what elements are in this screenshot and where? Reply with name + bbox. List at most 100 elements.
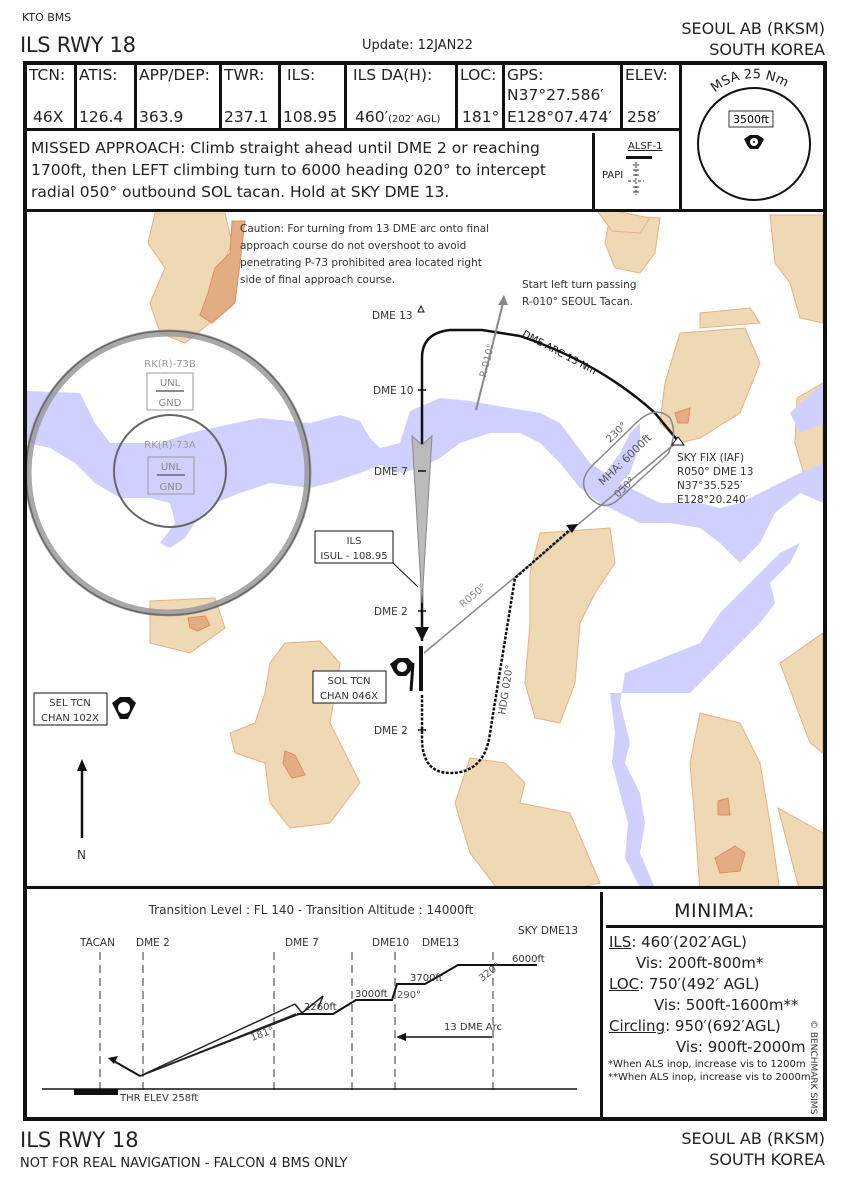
footer-airport-name: SEOUL AB (RKSM)	[681, 1129, 825, 1148]
loc-cell: LOC:181°	[458, 65, 505, 128]
restricted-73a-name: RK(R)-73A	[144, 440, 196, 451]
radial-050-label: R050°	[458, 582, 489, 610]
course-290: 290°	[397, 990, 421, 1001]
elev-value: 258′	[627, 108, 661, 126]
approach-track	[420, 328, 679, 641]
app-dep-value: 363.9	[139, 108, 184, 126]
tcn-label: TCN:	[29, 66, 66, 84]
step-down-profile	[297, 964, 509, 1015]
gps-label: GPS:	[507, 66, 544, 84]
frequency-bar: TCN:46X ATIS:126.4 APP/DEP:363.9 TWR:237…	[27, 65, 679, 131]
circling-minima-label: Circling	[609, 1017, 666, 1035]
svg-text:Start left turn passing: Start left turn passing	[522, 279, 637, 291]
restricted-73a-top: UNL	[161, 462, 182, 473]
sky-fix-icon	[671, 436, 685, 446]
alsf-label: ALSF-1	[628, 141, 663, 152]
loc-minima-vis: Vis: 500ft-1600m**	[654, 996, 799, 1014]
tcn-value: 46X	[33, 108, 64, 126]
minima-panel: MINIMA: ILS: 460′(202′AGL) Vis: 200ft-80…	[606, 892, 823, 1117]
footer-airport: SEOUL AB (RKSM) SOUTH KOREA	[681, 1128, 825, 1170]
ils-value: 108.95	[283, 108, 338, 126]
restricted-73a-bottom: GND	[160, 482, 183, 493]
svg-text:approach course do not oversho: approach course do not overshoot to avoi…	[240, 240, 466, 252]
sky-fix-info: SKY FIX (IAF) R050° DME 13 N37°35.525′ E…	[677, 452, 753, 506]
loc-minima-label: LOC	[609, 975, 640, 993]
runway-threshold	[74, 1089, 118, 1095]
dme13-fix-icon	[417, 304, 425, 313]
svg-text:DME 7: DME 7	[285, 937, 319, 949]
ils-minima-value: : 460′(202′AGL)	[631, 933, 747, 951]
ils-da-value: 460′	[355, 108, 389, 126]
circling-minima-value: : 950′(692′AGL)	[665, 1017, 781, 1035]
ils-cell: ILS: 108.95	[281, 65, 347, 128]
svg-text:DME 7: DME 7	[374, 466, 408, 478]
ils-box-ident: ISUL - 108.95	[320, 551, 387, 562]
dme-labels: DME 13 DME 10 DME 7 DME 2 DME 2	[372, 310, 413, 737]
airport-header: SEOUL AB (RKSM) SOUTH KOREA	[681, 18, 825, 60]
atis-label: ATIS:	[79, 66, 118, 84]
msa-panel: MSA 25 Nm 3500ft	[679, 65, 823, 209]
gps-cell: GPS:N37°27.586′E128°07.474′	[505, 65, 623, 128]
ils-da-agl: (202′ AGL)	[388, 114, 441, 125]
turn-note: Start left turn passing R-010° SEOUL Tac…	[522, 279, 637, 308]
holding-pattern	[582, 425, 669, 507]
svg-text:DME 2: DME 2	[374, 606, 408, 618]
ils-minima-vis: Vis: 200ft-800m*	[636, 954, 764, 972]
runway-icon	[409, 646, 423, 692]
radial-010-label: R-010°	[478, 343, 497, 379]
profile-altitudes: 2260ft 3000ft 3700ft 6000ft	[304, 954, 545, 1013]
restricted-area-73a	[113, 414, 227, 528]
sel-tacan-icon	[112, 697, 136, 719]
river-layer	[27, 383, 823, 886]
svg-text:DME 2: DME 2	[136, 937, 170, 949]
minima-note-1: *When ALS inop, increase vis to 1200m	[608, 1059, 806, 1070]
svg-text:penetrating P-73 prohibited ar: penetrating P-73 prohibited area located…	[240, 257, 482, 269]
svg-text:R-010° SEOUL Tacan.: R-010° SEOUL Tacan.	[522, 296, 633, 308]
restricted-area-73b	[27, 329, 312, 617]
atis-cell: ATIS:126.4	[77, 65, 137, 128]
svg-text:N37°35.525′: N37°35.525′	[677, 480, 743, 492]
svg-text:side of final approach course.: side of final approach course.	[240, 274, 395, 286]
restricted-73b-name: RK(R)-73B	[144, 359, 196, 370]
svg-text:6000ft: 6000ft	[512, 954, 545, 965]
tacan-icon	[744, 135, 764, 149]
papi-icon	[628, 162, 644, 195]
high-terrain-layer	[187, 220, 746, 874]
country-name: SOUTH KOREA	[709, 40, 825, 59]
elev-cell: ELEV: 258′	[623, 65, 676, 128]
ils-da-label: ILS DA(H):	[353, 66, 433, 84]
ils-label: ILS:	[287, 66, 316, 84]
copyright: © BENCHMARK SIMS	[808, 1020, 818, 1115]
twr-cell: TWR:237.1	[222, 65, 281, 128]
msa-label: MSA 25 Nm	[708, 67, 790, 96]
dme-arc-label: DME ARC 13 Nm	[520, 329, 598, 377]
restricted-73b-bottom: GND	[159, 398, 182, 409]
missed-approach-text: MISSED APPROACH: Climb straight ahead un…	[27, 133, 595, 209]
caution-note: Caution: For turning from 13 DME arc ont…	[240, 223, 489, 286]
papi-label: PAPI	[602, 170, 624, 181]
loc-value: 181°	[462, 108, 500, 126]
airport-name: SEOUL AB (RKSM)	[681, 19, 825, 38]
sol-tacan-icon	[390, 658, 414, 676]
svg-text:3700ft: 3700ft	[410, 973, 443, 984]
chart-frame	[23, 61, 827, 1121]
course-181: 181°	[249, 1025, 275, 1044]
elev-label: ELEV:	[625, 66, 668, 84]
sol-tcn-name: SOL TCN	[328, 676, 371, 687]
profile-view: Transition Level : FL 140 - Transition A…	[27, 892, 603, 1117]
svg-text:2260ft: 2260ft	[304, 1002, 337, 1013]
alsf-bar	[626, 156, 652, 159]
glidepath	[139, 995, 324, 1077]
sol-tcn-channel: CHAN 046X	[320, 691, 378, 702]
svg-text:E128°20.240′: E128°20.240′	[677, 494, 749, 506]
missed-heading-label: HDG 020°	[497, 664, 516, 715]
svg-text:SKY FIX (IAF): SKY FIX (IAF)	[677, 452, 744, 464]
publisher-label: KTO BMS	[22, 11, 72, 24]
twr-label: TWR:	[224, 66, 265, 84]
minima-title: MINIMA:	[606, 892, 823, 928]
footer-country: SOUTH KOREA	[709, 1150, 825, 1169]
minima-note-2: **When ALS inop, increase vis to 2000m	[608, 1072, 811, 1083]
ils-da-cell: ILS DA(H): 460′(202′ AGL)	[347, 65, 458, 128]
dme-arc-profile-label: 13 DME Arc	[444, 1022, 502, 1033]
svg-text:DME 13: DME 13	[372, 310, 412, 322]
